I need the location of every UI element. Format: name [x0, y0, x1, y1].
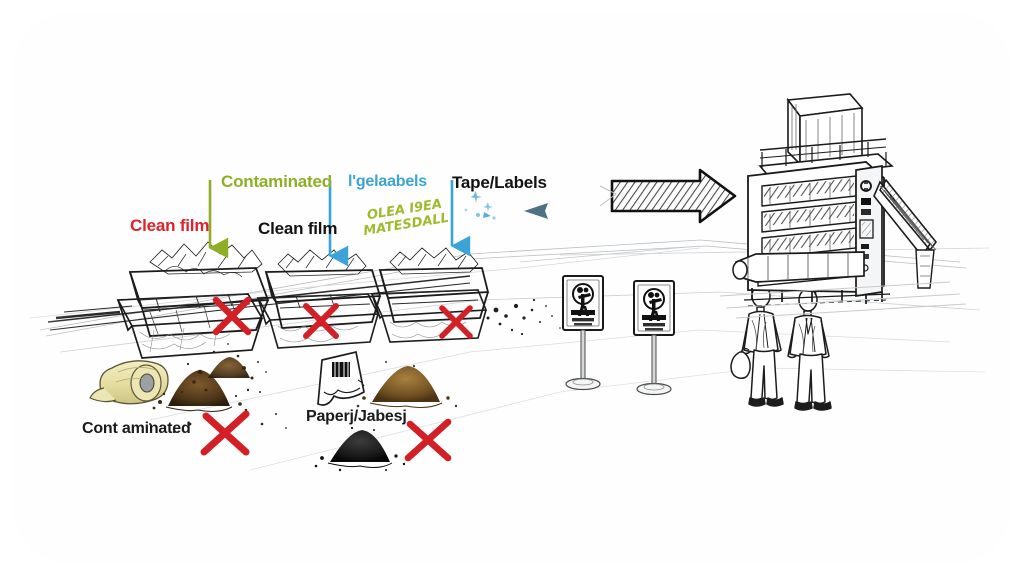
debris-scatter-left [149, 413, 287, 434]
label-contaminated-reject: Cont aminated [82, 420, 191, 437]
sparkle-bits [464, 191, 496, 220]
reject-x-bin-2 [303, 303, 339, 339]
reject-x-tape [200, 410, 250, 456]
recycling-extrusion-machine[interactable] [719, 93, 967, 319]
label-gelaabels: l'gelaabels [348, 173, 427, 190]
reject-marks-items [200, 410, 452, 462]
machine-control-panel [859, 180, 874, 272]
dirt-pile-black [314, 426, 406, 472]
label-contaminated: Contaminated [221, 172, 332, 191]
tape-roll-icon [89, 360, 169, 405]
safety-sign-left[interactable] [562, 275, 604, 391]
label-tape-labels: Tape/Labels [452, 173, 547, 192]
label-clean-film-1: Clean film [130, 216, 210, 235]
paper-label-sheet-icon [317, 350, 365, 406]
reject-marks-bins [212, 296, 473, 339]
bin-tape-labels[interactable] [370, 247, 561, 343]
reject-x-paper [404, 418, 452, 462]
flow-arrow-process [599, 168, 737, 224]
dirt-pile-tan [356, 361, 458, 408]
worker-with-bag [730, 282, 784, 407]
label-clean-film-2: Clean film [258, 219, 338, 238]
dirt-pile-brown [152, 370, 248, 412]
label-paper-labels-reject: Paperj/Jabesj [306, 408, 407, 425]
bin-clean-film-2[interactable] [256, 249, 382, 349]
worker-standing [787, 286, 832, 411]
reject-x-bin-1 [212, 296, 252, 336]
safety-sign-right[interactable] [633, 280, 675, 396]
dirt-speckle-cluster [181, 343, 267, 393]
debris-spray [486, 298, 561, 336]
reject-x-bin-3 [439, 305, 473, 339]
